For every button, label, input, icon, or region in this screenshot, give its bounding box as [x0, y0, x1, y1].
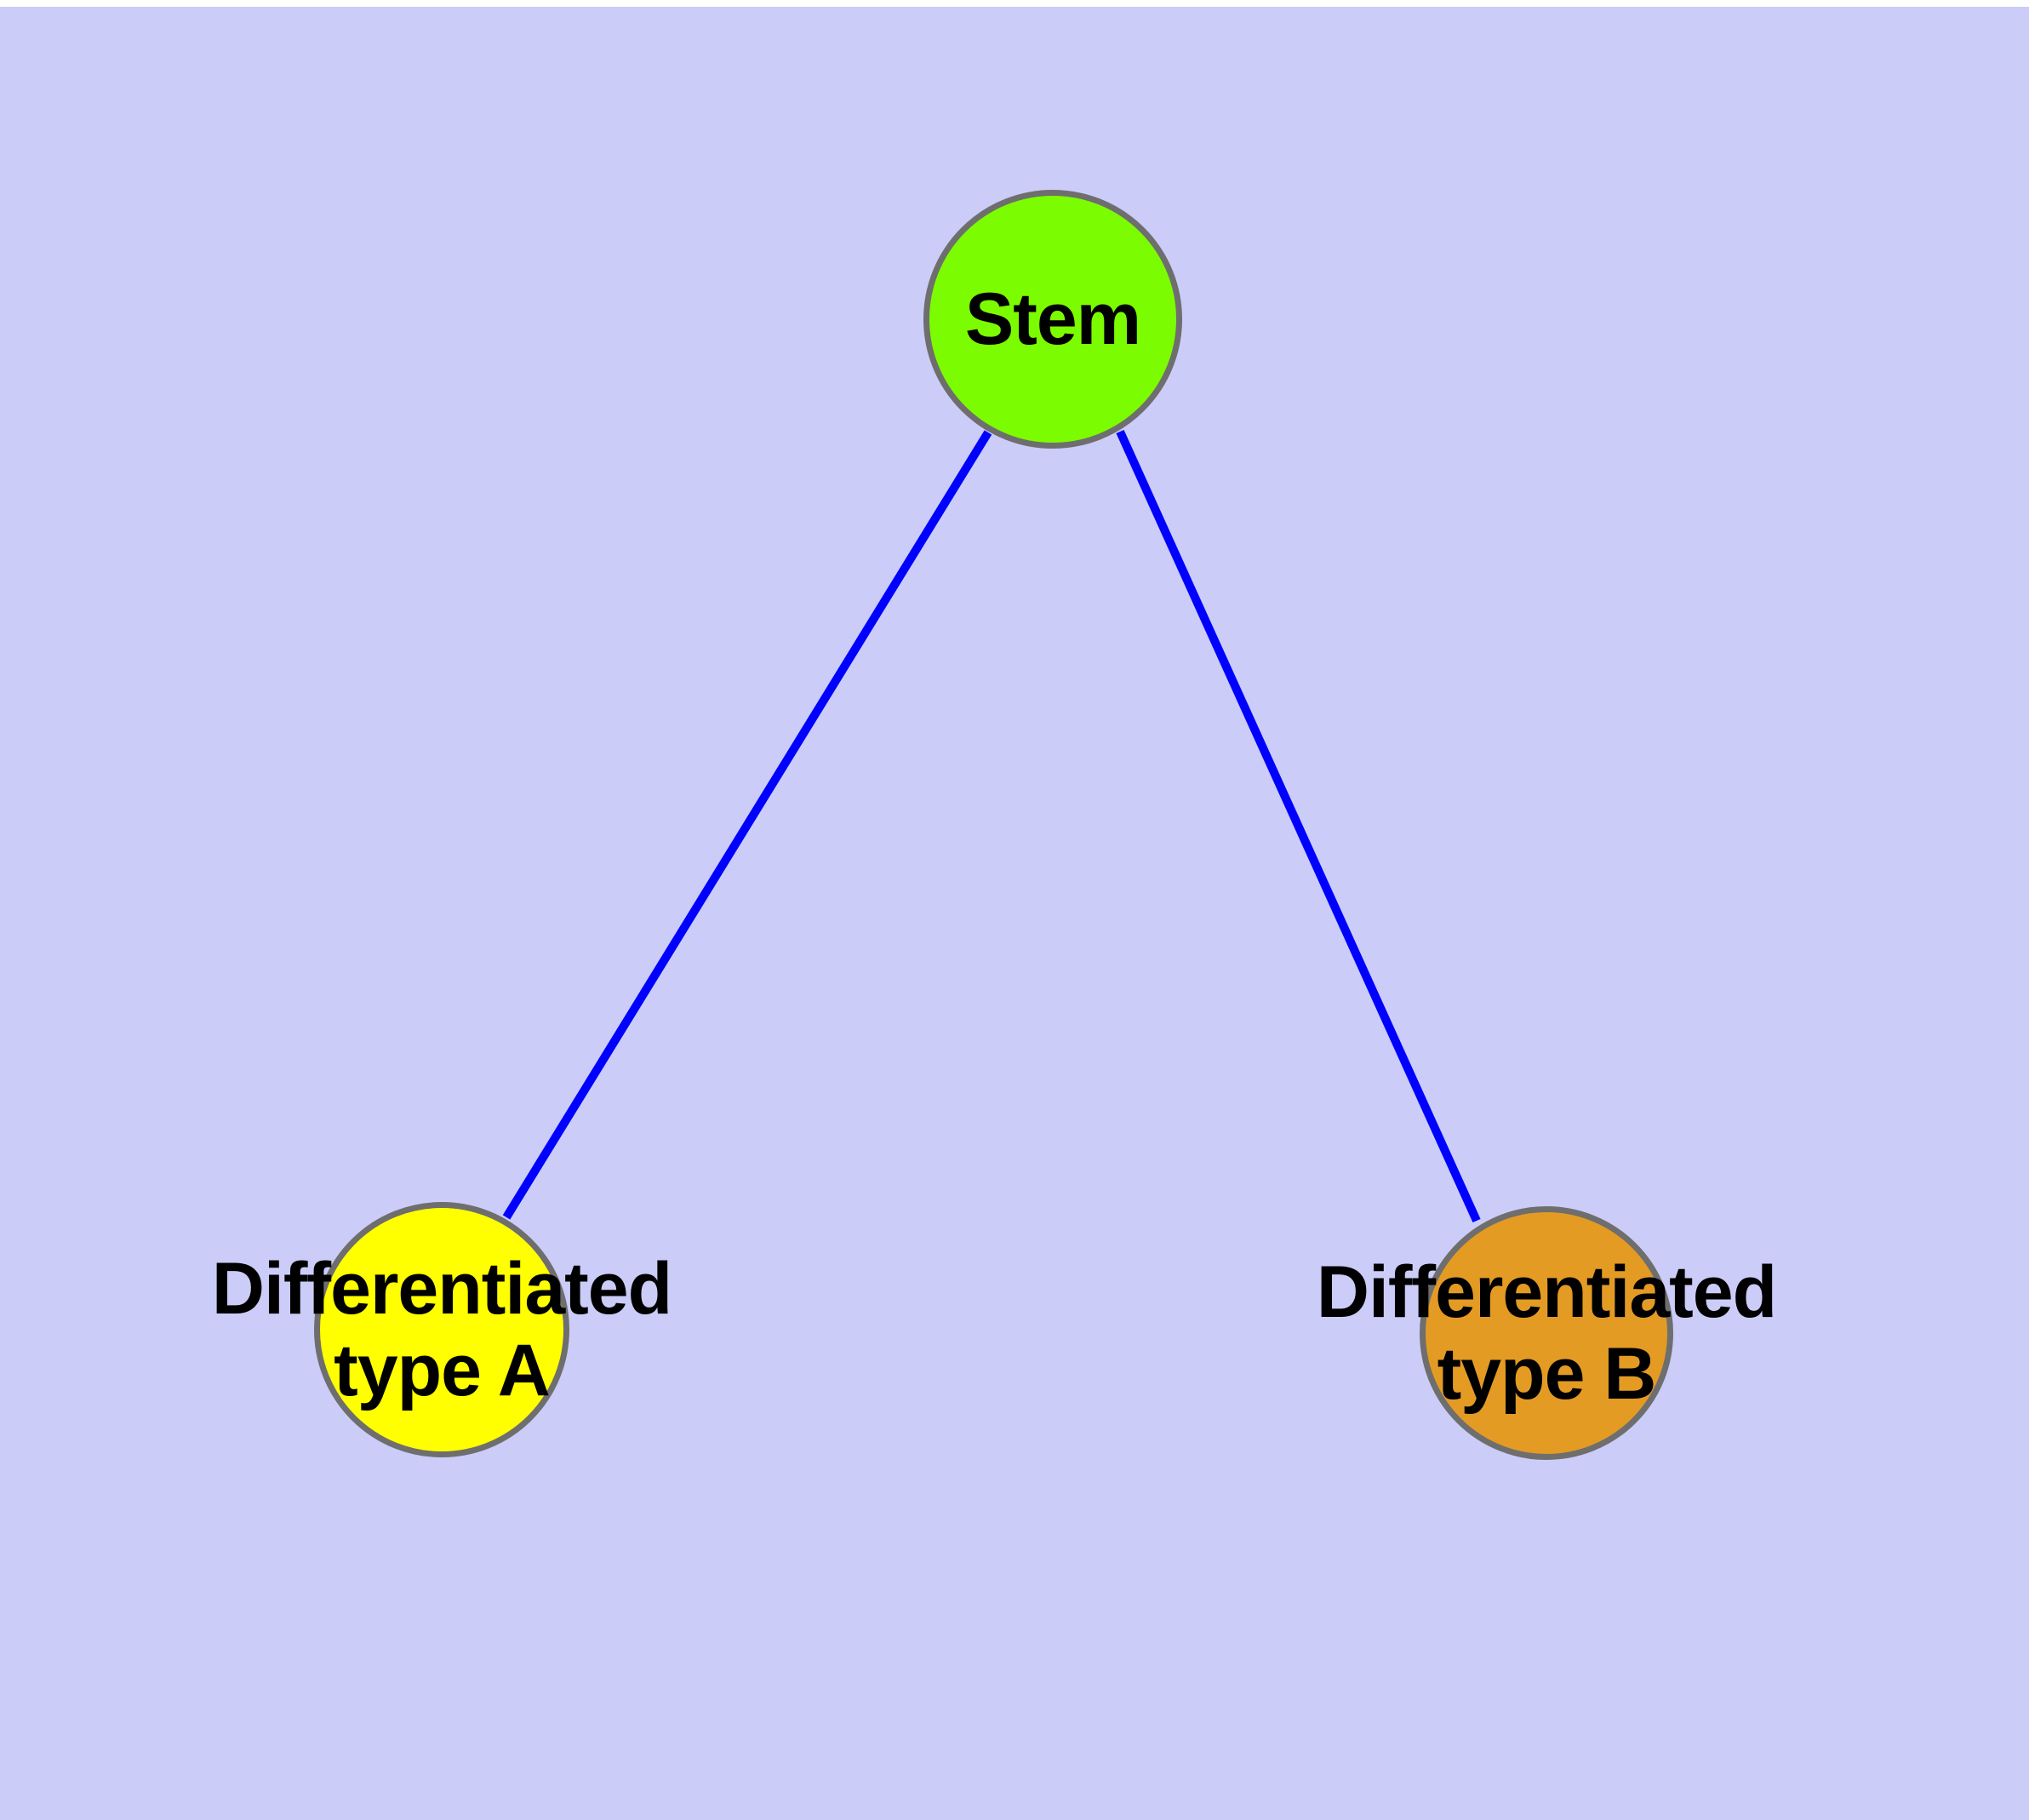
edge-stem-to-diff-b	[1116, 429, 1481, 1223]
node-differentiated-type-b[interactable]	[1420, 1206, 1673, 1460]
edge-stem-to-diff-a	[502, 430, 992, 1220]
node-differentiated-type-a[interactable]	[314, 1202, 569, 1457]
node-stem[interactable]	[923, 190, 1182, 449]
